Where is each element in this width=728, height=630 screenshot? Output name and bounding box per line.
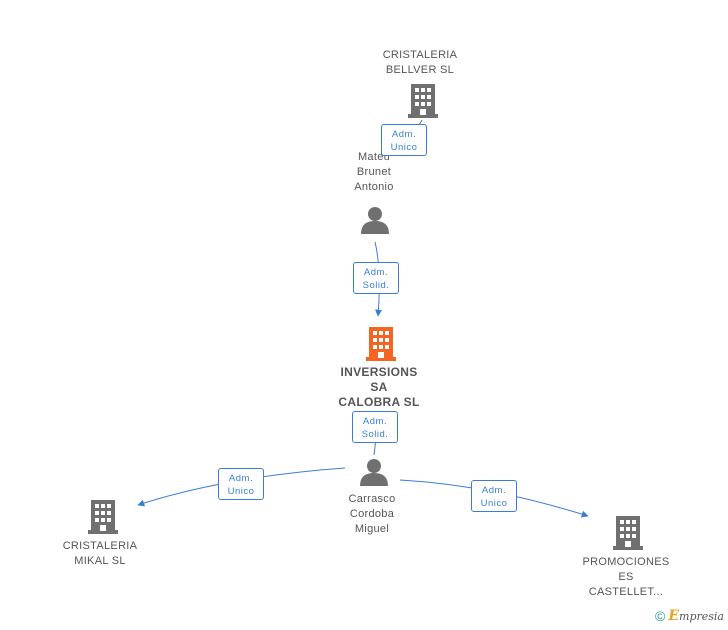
badge-line: Unico	[227, 486, 255, 497]
label-line: Antonio	[354, 181, 394, 193]
badge-line: Unico	[390, 142, 418, 153]
label-line: CASTELLET...	[588, 586, 664, 598]
edge-badge-carrasco-promociones[interactable]: Adm. Unico	[471, 480, 517, 512]
badge-line: Adm.	[362, 416, 388, 427]
node-label-carrasco[interactable]: Carrasco Cordoba Miguel	[330, 492, 414, 537]
edge-badge-mateu-inversions[interactable]: Adm. Solid.	[353, 262, 399, 294]
building-icon	[88, 500, 118, 534]
badge-line: Adm.	[481, 485, 507, 496]
node-label-promociones[interactable]: PROMOCIONES ES CASTELLET...	[570, 555, 682, 600]
label-line: ES	[618, 571, 634, 583]
edge-badge-carrasco-mikal[interactable]: Adm. Unico	[218, 468, 264, 500]
label-line: Miguel	[354, 523, 390, 535]
label-line: Carrasco	[348, 493, 396, 505]
empresia-watermark[interactable]: © Empresia	[655, 608, 724, 624]
person-icon	[361, 207, 389, 234]
label-line: MIKAL SL	[74, 555, 126, 567]
label-line: Cordoba	[349, 508, 395, 520]
label-line: INVERSIONS	[340, 365, 418, 379]
node-label-mikal[interactable]: CRISTALERIA MIKAL SL	[44, 539, 156, 569]
brand-initial: E	[668, 608, 680, 624]
badge-line: Solid.	[361, 429, 389, 440]
edge-badge-carrasco-inversions[interactable]: Adm. Solid.	[352, 411, 398, 443]
label-line: Brunet	[356, 166, 392, 178]
badge-line: Solid.	[362, 280, 390, 291]
building-icon	[408, 84, 438, 118]
label-line: SA	[370, 380, 388, 394]
label-line: BELLVER SL	[385, 64, 455, 76]
person-icon	[360, 459, 388, 486]
brand-rest: mpresia	[679, 610, 724, 623]
node-label-bellver[interactable]: CRISTALERIA BELLVER SL	[364, 48, 476, 78]
label-line: CRISTALERIA	[62, 540, 138, 552]
node-label-inversions[interactable]: INVERSIONS SA CALOBRA SL	[320, 365, 438, 410]
badge-line: Adm.	[391, 129, 417, 140]
node-label-mateu[interactable]: Mateu Brunet Antonio	[332, 150, 416, 195]
copyright-icon: ©	[655, 608, 666, 624]
badge-line: Adm.	[363, 267, 389, 278]
edge-badge-mateu-bellver[interactable]: Adm. Unico	[381, 124, 427, 156]
badge-line: Adm.	[228, 473, 254, 484]
badge-line: Unico	[480, 498, 508, 509]
empresia-logo: Empresia	[668, 608, 724, 624]
building-icon	[613, 516, 643, 550]
building-icon	[366, 327, 396, 361]
label-line: PROMOCIONES	[582, 556, 670, 568]
label-line: CRISTALERIA	[382, 49, 458, 61]
label-line: CALOBRA SL	[338, 395, 420, 409]
